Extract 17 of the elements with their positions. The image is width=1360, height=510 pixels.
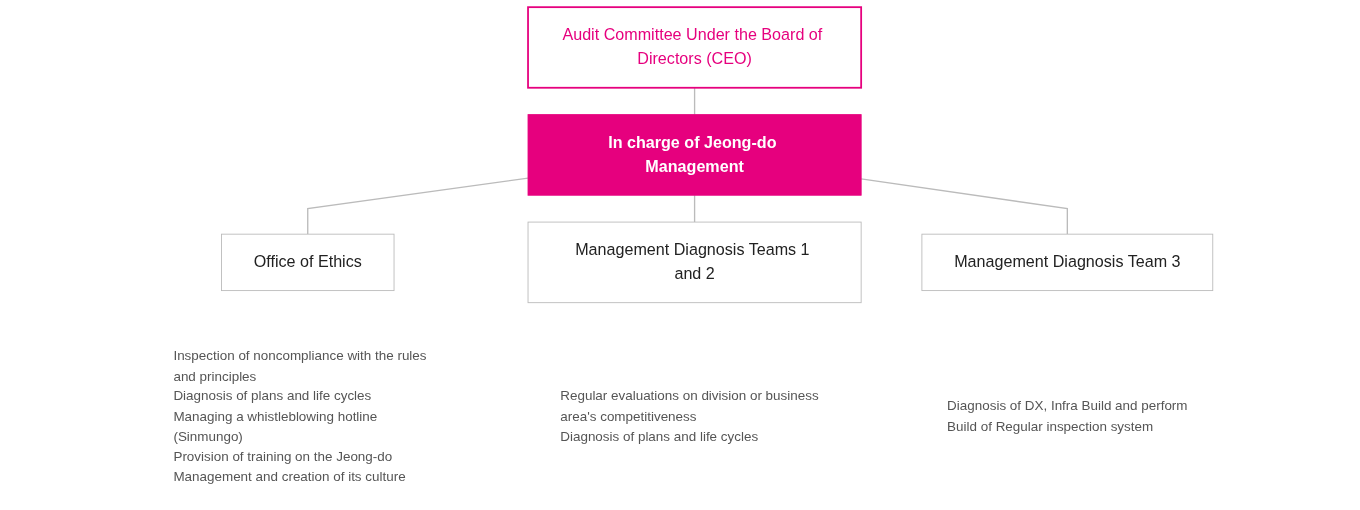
node-label: Build of Regular inspection system xyxy=(946,417,1153,434)
connector xyxy=(306,177,529,235)
node-box: Management Diagnosis Teams 1 and 2 xyxy=(527,221,862,304)
node-label: Diagnosis of DX, Infra Build and perform xyxy=(946,397,1188,414)
node-label: Inspection of noncompliance with the rules and principles xyxy=(172,347,427,383)
node-label: Managing a whistleblowing hotline (Sinmungo) xyxy=(172,407,377,444)
node-label: Diagnosis of plans and life cycles xyxy=(559,428,758,444)
node-label: Provision of training on the Jeong-do Management and creation of its culture xyxy=(172,448,406,484)
connector xyxy=(693,87,695,116)
connector xyxy=(693,194,695,223)
node-box: Office of Ethics xyxy=(220,233,394,292)
node-box: Audit Committee Under the Board of Directors (CEO) xyxy=(526,6,862,89)
node-box: In charge of Jeong-do Management xyxy=(527,114,862,196)
connector xyxy=(860,178,1068,235)
node-label: Regular evaluations on division or business area's competitiveness xyxy=(559,387,819,424)
node-box: Management Diagnosis Team 3 xyxy=(920,233,1213,292)
node-label: Diagnosis of plans and life cycles xyxy=(172,387,371,403)
